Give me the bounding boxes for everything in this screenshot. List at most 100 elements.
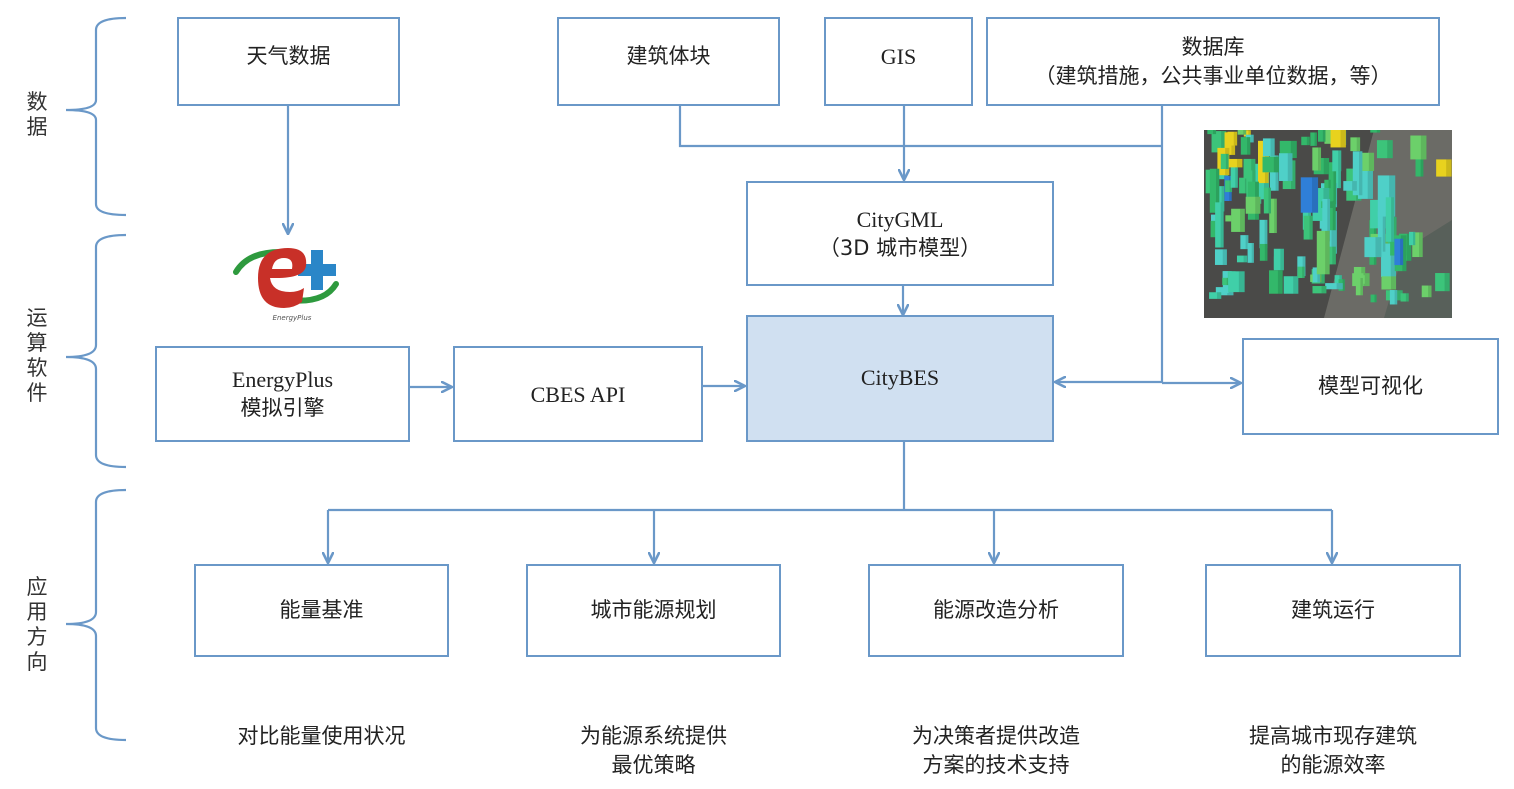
building-block xyxy=(1353,266,1366,276)
building-shade xyxy=(1389,175,1396,217)
node-citybes: CityBES xyxy=(746,315,1054,442)
building-shade xyxy=(1220,202,1224,248)
building-block xyxy=(1364,237,1382,258)
node-model-visualization: 模型可视化 xyxy=(1242,338,1499,435)
building-shade xyxy=(1382,211,1386,252)
building-shade xyxy=(1302,266,1305,279)
building-block xyxy=(1370,130,1381,133)
building-block xyxy=(1263,187,1271,214)
node-energyplus-engine: EnergyPlus 模拟引擎 xyxy=(155,346,410,442)
building-block xyxy=(1316,230,1330,275)
building-shade xyxy=(1264,219,1268,249)
building-block xyxy=(1240,137,1251,155)
building-block xyxy=(1325,246,1336,265)
building-shade xyxy=(1302,256,1306,277)
building-block xyxy=(1227,131,1238,146)
building-block xyxy=(1412,232,1423,258)
building-shade xyxy=(1332,200,1336,231)
building-shade xyxy=(1321,286,1327,294)
building-block xyxy=(1303,215,1313,240)
building-shade xyxy=(1240,208,1245,232)
node-label: 城市能源规划 xyxy=(590,598,717,622)
building-shade xyxy=(1238,271,1245,293)
building-shade xyxy=(1248,130,1251,137)
building-block xyxy=(1209,292,1222,299)
building-shade xyxy=(1338,150,1342,172)
building-shade xyxy=(1387,140,1393,159)
building-block xyxy=(1332,150,1342,172)
building-shade xyxy=(1273,156,1280,173)
node-sublabel: 模拟引擎 xyxy=(240,396,325,420)
building-shade xyxy=(1340,130,1346,148)
building-shade xyxy=(1290,160,1296,190)
building-block xyxy=(1410,135,1427,160)
building-block xyxy=(1409,231,1416,246)
energyplus-logo-caption: EnergyPlus xyxy=(273,314,312,322)
building-block xyxy=(1301,136,1310,146)
building-shade xyxy=(1280,248,1284,271)
description-benchmark: 对比能量使用状况 xyxy=(237,724,406,748)
building-shade xyxy=(1268,187,1271,214)
building-block xyxy=(1312,286,1327,294)
building-shade xyxy=(1390,243,1397,278)
building-block xyxy=(1225,215,1235,222)
building-shade xyxy=(1215,168,1220,213)
building-block xyxy=(1243,158,1256,179)
building-shade xyxy=(1400,238,1404,266)
building-block xyxy=(1279,153,1293,182)
building-block xyxy=(1359,275,1368,284)
building-block xyxy=(1400,293,1409,302)
building-block xyxy=(1226,158,1243,168)
building-shade xyxy=(1336,283,1343,290)
building-shade xyxy=(1274,198,1277,234)
building-shade xyxy=(1251,243,1254,263)
brace-software xyxy=(65,233,127,469)
node-label: 天气数据 xyxy=(246,44,331,68)
building-shade xyxy=(1247,137,1251,155)
node-label: EnergyPlus xyxy=(231,367,334,392)
building-block xyxy=(1389,290,1398,305)
building-shade xyxy=(1402,243,1407,272)
building-shade xyxy=(1364,275,1368,284)
building-shade xyxy=(1327,198,1331,242)
description-planning: 为能源系统提供 最优策略 xyxy=(580,724,727,777)
building-block xyxy=(1435,273,1450,292)
building-block xyxy=(1377,211,1386,252)
building-shade xyxy=(1250,134,1254,143)
building-block xyxy=(1327,200,1336,231)
section-label-data: 数据 xyxy=(26,90,48,139)
energyplus-logo-icon: EnergyPlus xyxy=(233,248,339,322)
building-shade xyxy=(1235,165,1238,188)
building-shade xyxy=(1245,235,1249,250)
building-block xyxy=(1225,180,1233,193)
node-cbes-api: CBES API xyxy=(453,346,703,442)
edge-buildings-merge xyxy=(678,105,1162,148)
brace-data xyxy=(65,16,127,217)
building-block xyxy=(1222,277,1230,286)
building-shade xyxy=(1309,215,1313,240)
building-block xyxy=(1343,181,1357,191)
building-shade xyxy=(1323,158,1330,175)
building-block xyxy=(1436,159,1452,177)
building-block xyxy=(1230,165,1238,188)
building-shade xyxy=(1243,255,1248,263)
building-shade xyxy=(1419,232,1423,258)
building-shade xyxy=(1332,246,1336,265)
building-shade xyxy=(1359,151,1363,196)
node-gis: GIS xyxy=(824,17,973,106)
building-block xyxy=(1269,155,1279,191)
building-shade xyxy=(1314,132,1317,146)
building-shade xyxy=(1420,135,1427,160)
building-shade xyxy=(1275,155,1279,191)
section-label-software: 运算软件 xyxy=(26,306,48,405)
description-retrofit: 为决策者提供改造 方案的技术支持 xyxy=(912,724,1080,777)
building-shade xyxy=(1233,131,1238,146)
node-label: CityGML xyxy=(856,206,944,232)
node-building-blocks: 建筑体块 xyxy=(557,17,780,106)
node-label: 建筑体块 xyxy=(626,44,711,68)
building-shade xyxy=(1352,181,1357,191)
building-block xyxy=(1352,151,1363,196)
building-block xyxy=(1269,270,1283,294)
node-label: 数据库 xyxy=(1181,34,1245,59)
